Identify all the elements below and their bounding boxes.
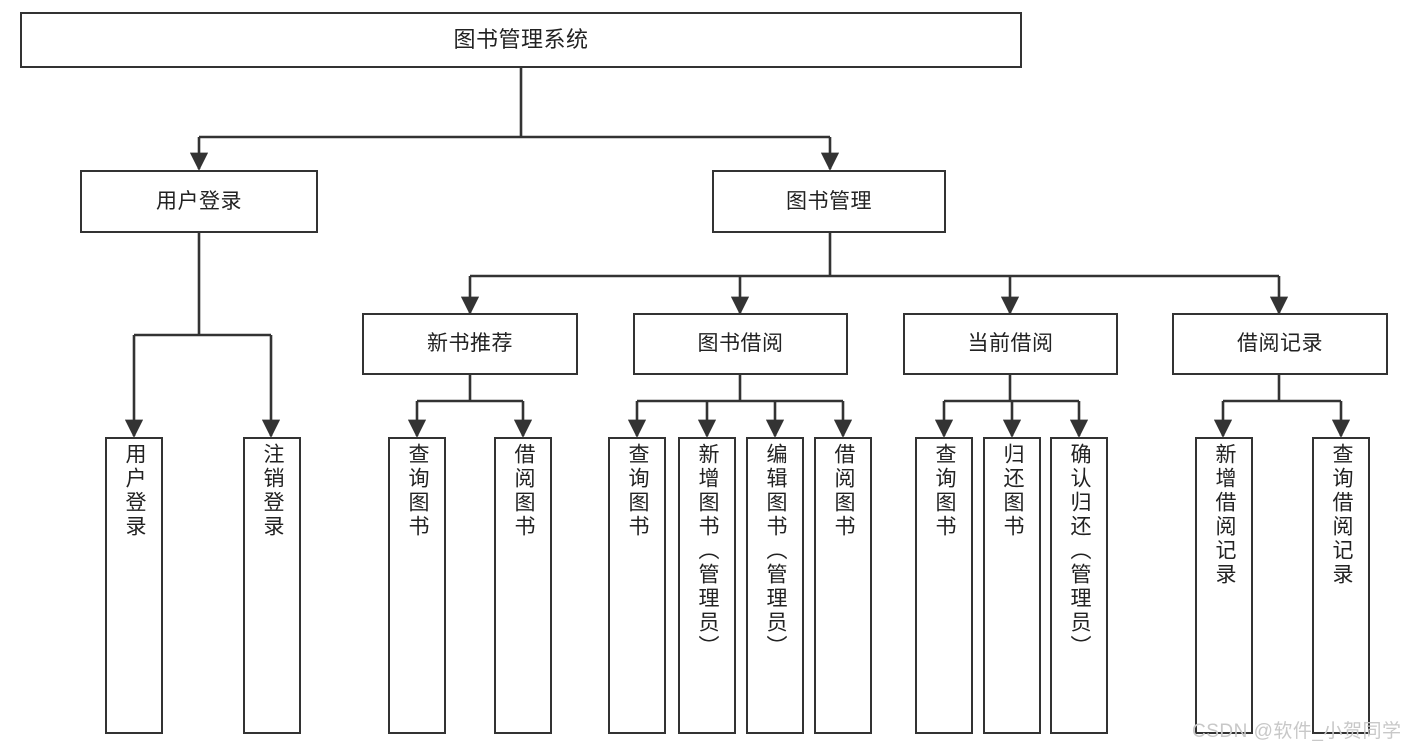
- leaf-borrow-borrow-book[interactable]: 借阅图书: [814, 437, 872, 734]
- node-book-borrow[interactable]: 图书借阅: [633, 313, 848, 375]
- node-book-management-label: 图书管理: [786, 189, 872, 213]
- csdn-watermark: CSDN @软件_小贺同学: [1192, 721, 1402, 742]
- leaf-new-book-borrow[interactable]: 借阅图书: [494, 437, 552, 734]
- leaf-new-book-query-label: 查询图书: [406, 443, 430, 539]
- node-root-system[interactable]: 图书管理系统: [20, 12, 1022, 68]
- leaf-current-return-book[interactable]: 归还图书: [983, 437, 1041, 734]
- leaf-current-query-book[interactable]: 查询图书: [915, 437, 973, 734]
- leaf-records-query-record[interactable]: 查询借阅记录: [1312, 437, 1370, 734]
- node-book-management[interactable]: 图书管理: [712, 170, 946, 233]
- node-book-borrow-label: 图书借阅: [697, 332, 784, 356]
- leaf-user-login-signin[interactable]: 用户登录: [105, 437, 163, 734]
- node-root-system-label: 图书管理系统: [453, 26, 589, 52]
- leaf-user-login-signout-label: 注销登录: [261, 443, 285, 539]
- node-borrow-records-label: 借阅记录: [1237, 332, 1323, 356]
- leaf-current-query-book-label: 查询图书: [933, 443, 957, 539]
- leaf-records-add-record-label: 新增借阅记录: [1213, 443, 1237, 587]
- leaf-borrow-edit-book-admin-label: 编辑图书（管理员）: [764, 443, 788, 659]
- leaf-records-add-record[interactable]: 新增借阅记录: [1195, 437, 1253, 734]
- leaf-user-login-signout[interactable]: 注销登录: [243, 437, 301, 734]
- node-new-book-recommend[interactable]: 新书推荐: [362, 313, 578, 375]
- node-new-book-recommend-label: 新书推荐: [427, 332, 513, 356]
- leaf-borrow-query-book-label: 查询图书: [626, 443, 650, 539]
- node-user-login[interactable]: 用户登录: [80, 170, 318, 233]
- leaf-borrow-add-book-admin-label: 新增图书（管理员）: [696, 443, 720, 659]
- leaf-new-book-borrow-label: 借阅图书: [512, 443, 536, 539]
- leaf-records-query-record-label: 查询借阅记录: [1330, 443, 1354, 587]
- leaf-borrow-borrow-book-label: 借阅图书: [832, 443, 856, 539]
- leaf-current-confirm-return-admin-label: 确认归还（管理员）: [1068, 443, 1092, 659]
- node-user-login-label: 用户登录: [156, 189, 242, 213]
- leaf-user-login-signin-label: 用户登录: [123, 443, 147, 539]
- node-borrow-records[interactable]: 借阅记录: [1172, 313, 1388, 375]
- leaf-borrow-add-book-admin[interactable]: 新增图书（管理员）: [678, 437, 736, 734]
- leaf-current-confirm-return-admin[interactable]: 确认归还（管理员）: [1050, 437, 1108, 734]
- leaf-current-return-book-label: 归还图书: [1001, 443, 1025, 539]
- node-current-borrow[interactable]: 当前借阅: [903, 313, 1118, 375]
- node-current-borrow-label: 当前借阅: [967, 332, 1054, 356]
- leaf-new-book-query[interactable]: 查询图书: [388, 437, 446, 734]
- leaf-borrow-edit-book-admin[interactable]: 编辑图书（管理员）: [746, 437, 804, 734]
- leaf-borrow-query-book[interactable]: 查询图书: [608, 437, 666, 734]
